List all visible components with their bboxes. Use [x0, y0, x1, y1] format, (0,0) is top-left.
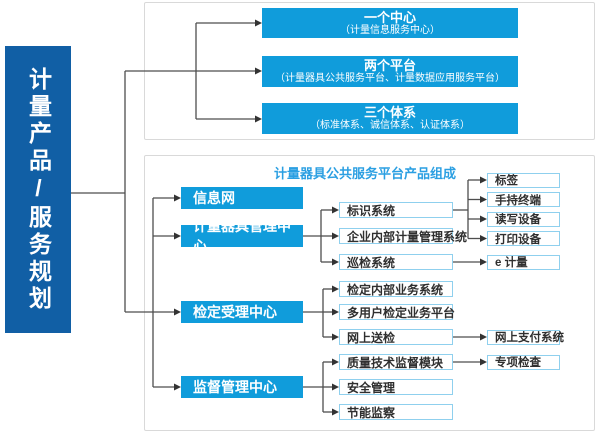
node-printing-device: 打印设备 — [487, 231, 560, 246]
summary-title: 三个体系 — [363, 105, 416, 120]
node-identification-system: 标识系统 — [339, 202, 453, 218]
node-quality-tech-supervision-module: 质量技术监督模块 — [339, 354, 453, 370]
node-instrument-mgmt-center: 计量器具管理中心 — [181, 218, 303, 254]
summary-box-two-platforms: 两个平台 （计量器具公共服务平台、计量数据应用服务平台） — [262, 56, 518, 87]
node-multiuser-verification-platform: 多用户检定业务平台 — [339, 304, 455, 320]
node-read-write-device: 读写设备 — [487, 211, 560, 227]
summary-subtitle: （计量信息服务中心） — [340, 24, 440, 36]
node-online-payment-system: 网上支付系统 — [487, 329, 564, 345]
node-online-submission: 网上送检 — [339, 329, 453, 345]
sidebar-title: 计量产品/服务规划 — [25, 66, 52, 313]
summary-title: 两个平台 — [363, 58, 416, 73]
summary-title: 一个中心 — [363, 9, 416, 25]
node-safety-management: 安全管理 — [339, 379, 453, 395]
node-energy-saving-supervision: 节能监察 — [339, 404, 453, 420]
node-verification-internal-business-system: 检定内部业务系统 — [339, 281, 453, 297]
summary-subtitle: （计量器具公共服务平台、计量数据应用服务平台） — [275, 73, 505, 84]
node-enterprise-internal-metering-system: 企业内部计量管理系统 — [339, 228, 467, 244]
sidebar-title-banner: 计量产品/服务规划 — [5, 46, 71, 333]
node-info-network: 信息网 — [181, 187, 303, 209]
node-handheld-terminal: 手持终端 — [487, 192, 560, 207]
node-special-inspection: 专项检查 — [487, 354, 560, 370]
node-inspection-system: 巡检系统 — [339, 254, 453, 270]
summary-subtitle: （标准体系、诚信体系、认证体系） — [310, 120, 470, 131]
summary-box-one-center: 一个中心 （计量信息服务中心） — [262, 8, 518, 38]
node-supervision-mgmt-center: 监督管理中心 — [181, 376, 303, 398]
node-label: 标签 — [487, 172, 560, 188]
node-verification-acceptance-center: 检定受理中心 — [181, 301, 303, 323]
summary-box-three-systems: 三个体系 （标准体系、诚信体系、认证体系） — [262, 103, 518, 134]
node-e-metering: e 计量 — [487, 254, 560, 270]
bottom-panel-title: 计量器具公共服务平台产品组成 — [273, 166, 456, 181]
